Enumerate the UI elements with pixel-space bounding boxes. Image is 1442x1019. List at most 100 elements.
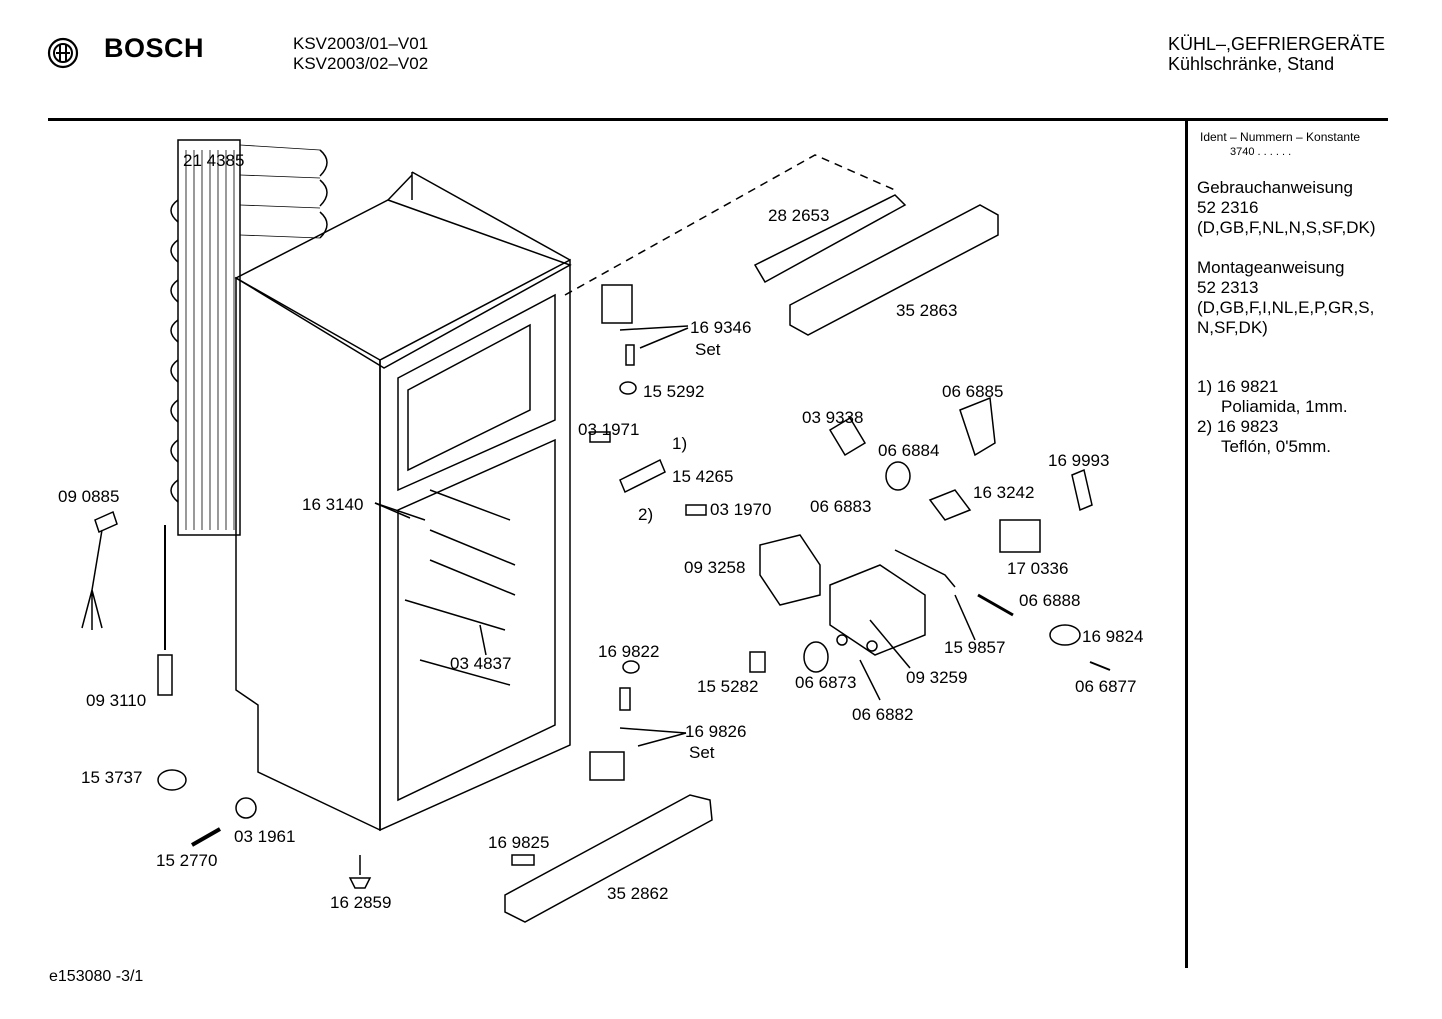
part-label: 15 5292 <box>643 382 705 401</box>
part-label: 06 6884 <box>878 441 940 460</box>
bottom-clip-shape <box>511 854 535 866</box>
part-label: 16 3140 <box>302 495 364 514</box>
top-cover-shape <box>789 204 999 336</box>
note-1-description: Poliamida, 1mm. <box>1221 397 1348 416</box>
note-2-marker: 2) <box>1197 417 1213 436</box>
note-1-number: 16 9821 <box>1216 377 1279 396</box>
small-part-shape <box>1089 661 1111 671</box>
ident-value: 3740 . . . . . . <box>1230 146 1292 158</box>
drawing-code: e153080 -3/1 <box>49 968 144 985</box>
part-label: 15 9857 <box>944 638 1006 657</box>
model-number-2: KSV2003/02–V02 <box>293 54 429 73</box>
thermostat-shape <box>999 519 1041 553</box>
part-label: 06 6888 <box>1019 591 1081 610</box>
knob-shape <box>803 641 829 673</box>
category-title: KÜHL–,GEFRIERGERÄTE <box>1168 34 1386 54</box>
assembly-title: Montageanweisung <box>1197 258 1345 277</box>
sidebar-divider <box>1185 120 1188 968</box>
hinge-bracket-shape <box>619 458 666 494</box>
part-label: 16 2859 <box>330 893 392 912</box>
brand-name: BOSCH <box>104 33 205 63</box>
knob-cap-shape <box>1049 624 1081 646</box>
bushing-lower-shape <box>622 660 640 674</box>
control-housing-shape <box>829 564 926 656</box>
note-marker: 2) <box>638 505 654 524</box>
header-divider <box>48 118 1388 121</box>
part-label: 16 9824 <box>1082 627 1144 646</box>
part-label: 35 2862 <box>607 884 669 903</box>
capillary-shape <box>977 593 1014 617</box>
bottom-cover-shape <box>504 794 713 923</box>
upper-hinge-pin-shape <box>625 344 635 366</box>
part-label: 03 1961 <box>234 827 296 846</box>
assembly-languages-2: N,SF,DK) <box>1197 318 1268 337</box>
upper-hinge-shape <box>601 284 633 324</box>
part-label: 15 4265 <box>672 467 734 486</box>
part-label: 15 2770 <box>156 851 218 870</box>
lamp-socket-shape <box>828 416 867 457</box>
note-2-number: 16 9823 <box>1216 417 1279 436</box>
part-label: 06 6877 <box>1075 677 1137 696</box>
part-label: 16 3242 <box>973 483 1035 502</box>
part-label: 21 4385 <box>183 151 245 170</box>
part-label: 15 5282 <box>697 677 759 696</box>
capacitor-shape <box>157 769 187 791</box>
lower-hinge-pin-shape <box>619 687 631 711</box>
shim-shape <box>685 504 707 516</box>
power-cord-shape <box>81 510 118 630</box>
part-label: 09 3259 <box>906 668 968 687</box>
condenser-coil <box>164 139 328 650</box>
part-label: 28 2653 <box>768 206 830 225</box>
note-2: 2) 16 9823 <box>1197 417 1278 437</box>
filter-dryer-shape <box>157 654 173 696</box>
ident-label: Ident – Nummern – Konstante <box>1200 130 1361 144</box>
part-label: 09 3258 <box>684 558 746 577</box>
leveling-foot-shape <box>348 855 372 889</box>
note-1-marker: 1) <box>1197 377 1213 396</box>
part-label: 03 9338 <box>802 408 864 427</box>
rod-shape <box>191 827 221 847</box>
part-label: 03 1970 <box>710 500 772 519</box>
part-label: 35 2863 <box>896 301 958 320</box>
clip-shape <box>1071 468 1093 512</box>
bulb-ring-shape <box>885 461 911 491</box>
part-label: 16 9826 <box>685 722 747 741</box>
switch-shape <box>928 489 972 521</box>
part-label: 16 9993 <box>1048 451 1110 470</box>
part-label: 06 6885 <box>942 382 1004 401</box>
part-label: 16 9346 <box>690 318 752 337</box>
note-1: 1) 16 9821 <box>1197 377 1278 397</box>
lamp-switch-shape <box>749 651 766 673</box>
manual-languages: (D,GB,F,NL,N,S,SF,DK) <box>1197 218 1376 237</box>
washer-shape <box>836 634 848 646</box>
part-label: 06 6873 <box>795 673 857 692</box>
note-2-description: Teflón, 0'5mm. <box>1221 437 1332 456</box>
part-label: 09 3110 <box>86 691 147 710</box>
set-label: Set <box>689 743 715 762</box>
bosch-logo-icon <box>47 37 79 69</box>
note-marker: 1) <box>672 434 688 453</box>
part-label: 17 0336 <box>1007 559 1069 578</box>
refrigerator-cabinet <box>234 171 572 832</box>
lamp-cover-shape <box>959 396 996 457</box>
set-label: Set <box>695 340 721 359</box>
top-rail-shape <box>753 194 907 284</box>
manual-number: 52 2316 <box>1197 198 1259 217</box>
assembly-languages-1: (D,GB,F,I,NL,E,P,GR,S, <box>1197 298 1375 317</box>
part-label: 06 6882 <box>852 705 914 724</box>
guide-line <box>564 154 896 296</box>
foot-cap-shape <box>235 797 257 819</box>
grommet-shape <box>866 640 878 652</box>
lower-hinge-shape <box>589 751 625 781</box>
part-label: 03 4837 <box>450 654 512 673</box>
bushing-shape <box>619 381 637 395</box>
part-label: 03 1971 <box>578 420 640 439</box>
subcategory-title: Kühlschränke, Stand <box>1168 54 1335 74</box>
part-label: 16 9825 <box>488 833 550 852</box>
part-label: 06 6883 <box>810 497 872 516</box>
manual-title: Gebrauchanweisung <box>1197 178 1353 197</box>
assembly-number: 52 2313 <box>1197 278 1259 297</box>
part-label: 15 3737 <box>81 768 143 787</box>
part-label: 16 9822 <box>598 642 660 661</box>
